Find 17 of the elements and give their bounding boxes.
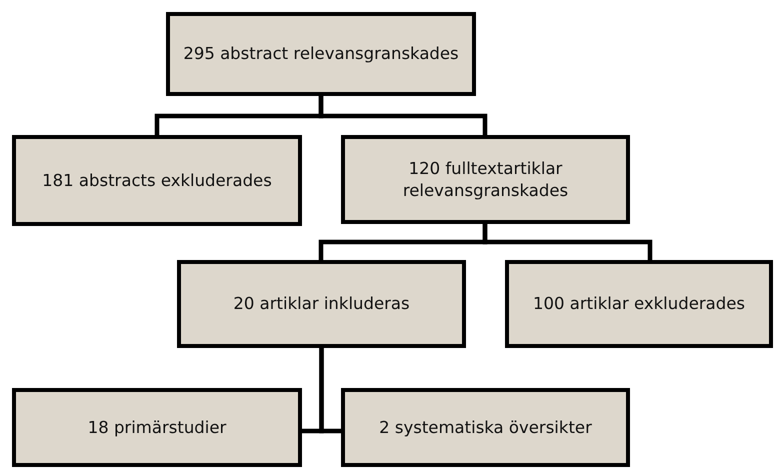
process-box bbox=[505, 260, 773, 348]
connector-line bbox=[319, 348, 341, 434]
process-box bbox=[341, 135, 630, 224]
process-box bbox=[166, 12, 476, 96]
box-text: 100 artiklar exkluderades bbox=[532, 293, 746, 315]
connector-line bbox=[318, 96, 488, 135]
process-box bbox=[341, 388, 630, 467]
box-text: 20 artiklar inkluderas bbox=[232, 293, 411, 315]
box-text: 181 abstracts exkluderades bbox=[41, 170, 273, 192]
process-box bbox=[12, 135, 302, 226]
box-text: 120 fulltextartiklar relevansgranskades bbox=[402, 158, 570, 201]
connector-line bbox=[482, 224, 652, 260]
process-box bbox=[12, 388, 302, 467]
box-text: 295 abstract relevansgranskades bbox=[182, 43, 460, 65]
box-text: 18 primärstudier bbox=[86, 416, 228, 438]
process-box bbox=[177, 260, 466, 348]
box-text: 2 systematiska översikter bbox=[378, 416, 593, 438]
